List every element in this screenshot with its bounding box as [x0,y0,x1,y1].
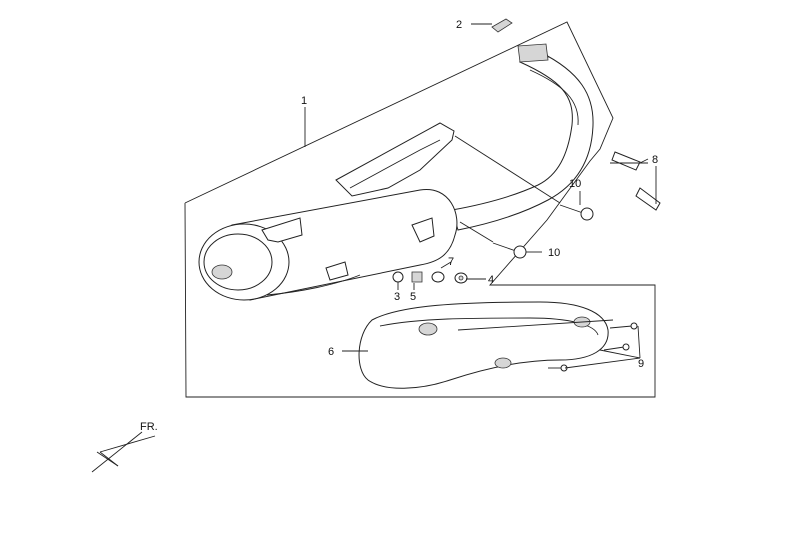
callout-5: 5 [410,291,416,303]
exhaust-pipe [451,43,594,231]
small-hardware [392,271,468,284]
callout-6: 6 [328,346,334,358]
callout-4: 4 [488,274,494,286]
muffler [198,122,458,301]
front-direction-arrow [91,431,156,473]
callout-1: 1 [301,95,307,107]
callout-2: 2 [456,19,462,31]
callout-8: 8 [652,154,658,166]
callout-9: 9 [638,358,644,370]
bolts-8 [611,151,661,211]
gasket [491,18,513,33]
front-direction-label: FR. [140,421,158,433]
screws-9 [548,322,638,372]
heat-shield [358,301,609,389]
assembly-outline [184,21,656,398]
callout-10-top: 10 [569,178,581,190]
leader-lines [304,23,657,369]
callout-10-bottom: 10 [548,247,560,259]
callout-7: 7 [448,256,454,268]
callout-3: 3 [394,291,400,303]
